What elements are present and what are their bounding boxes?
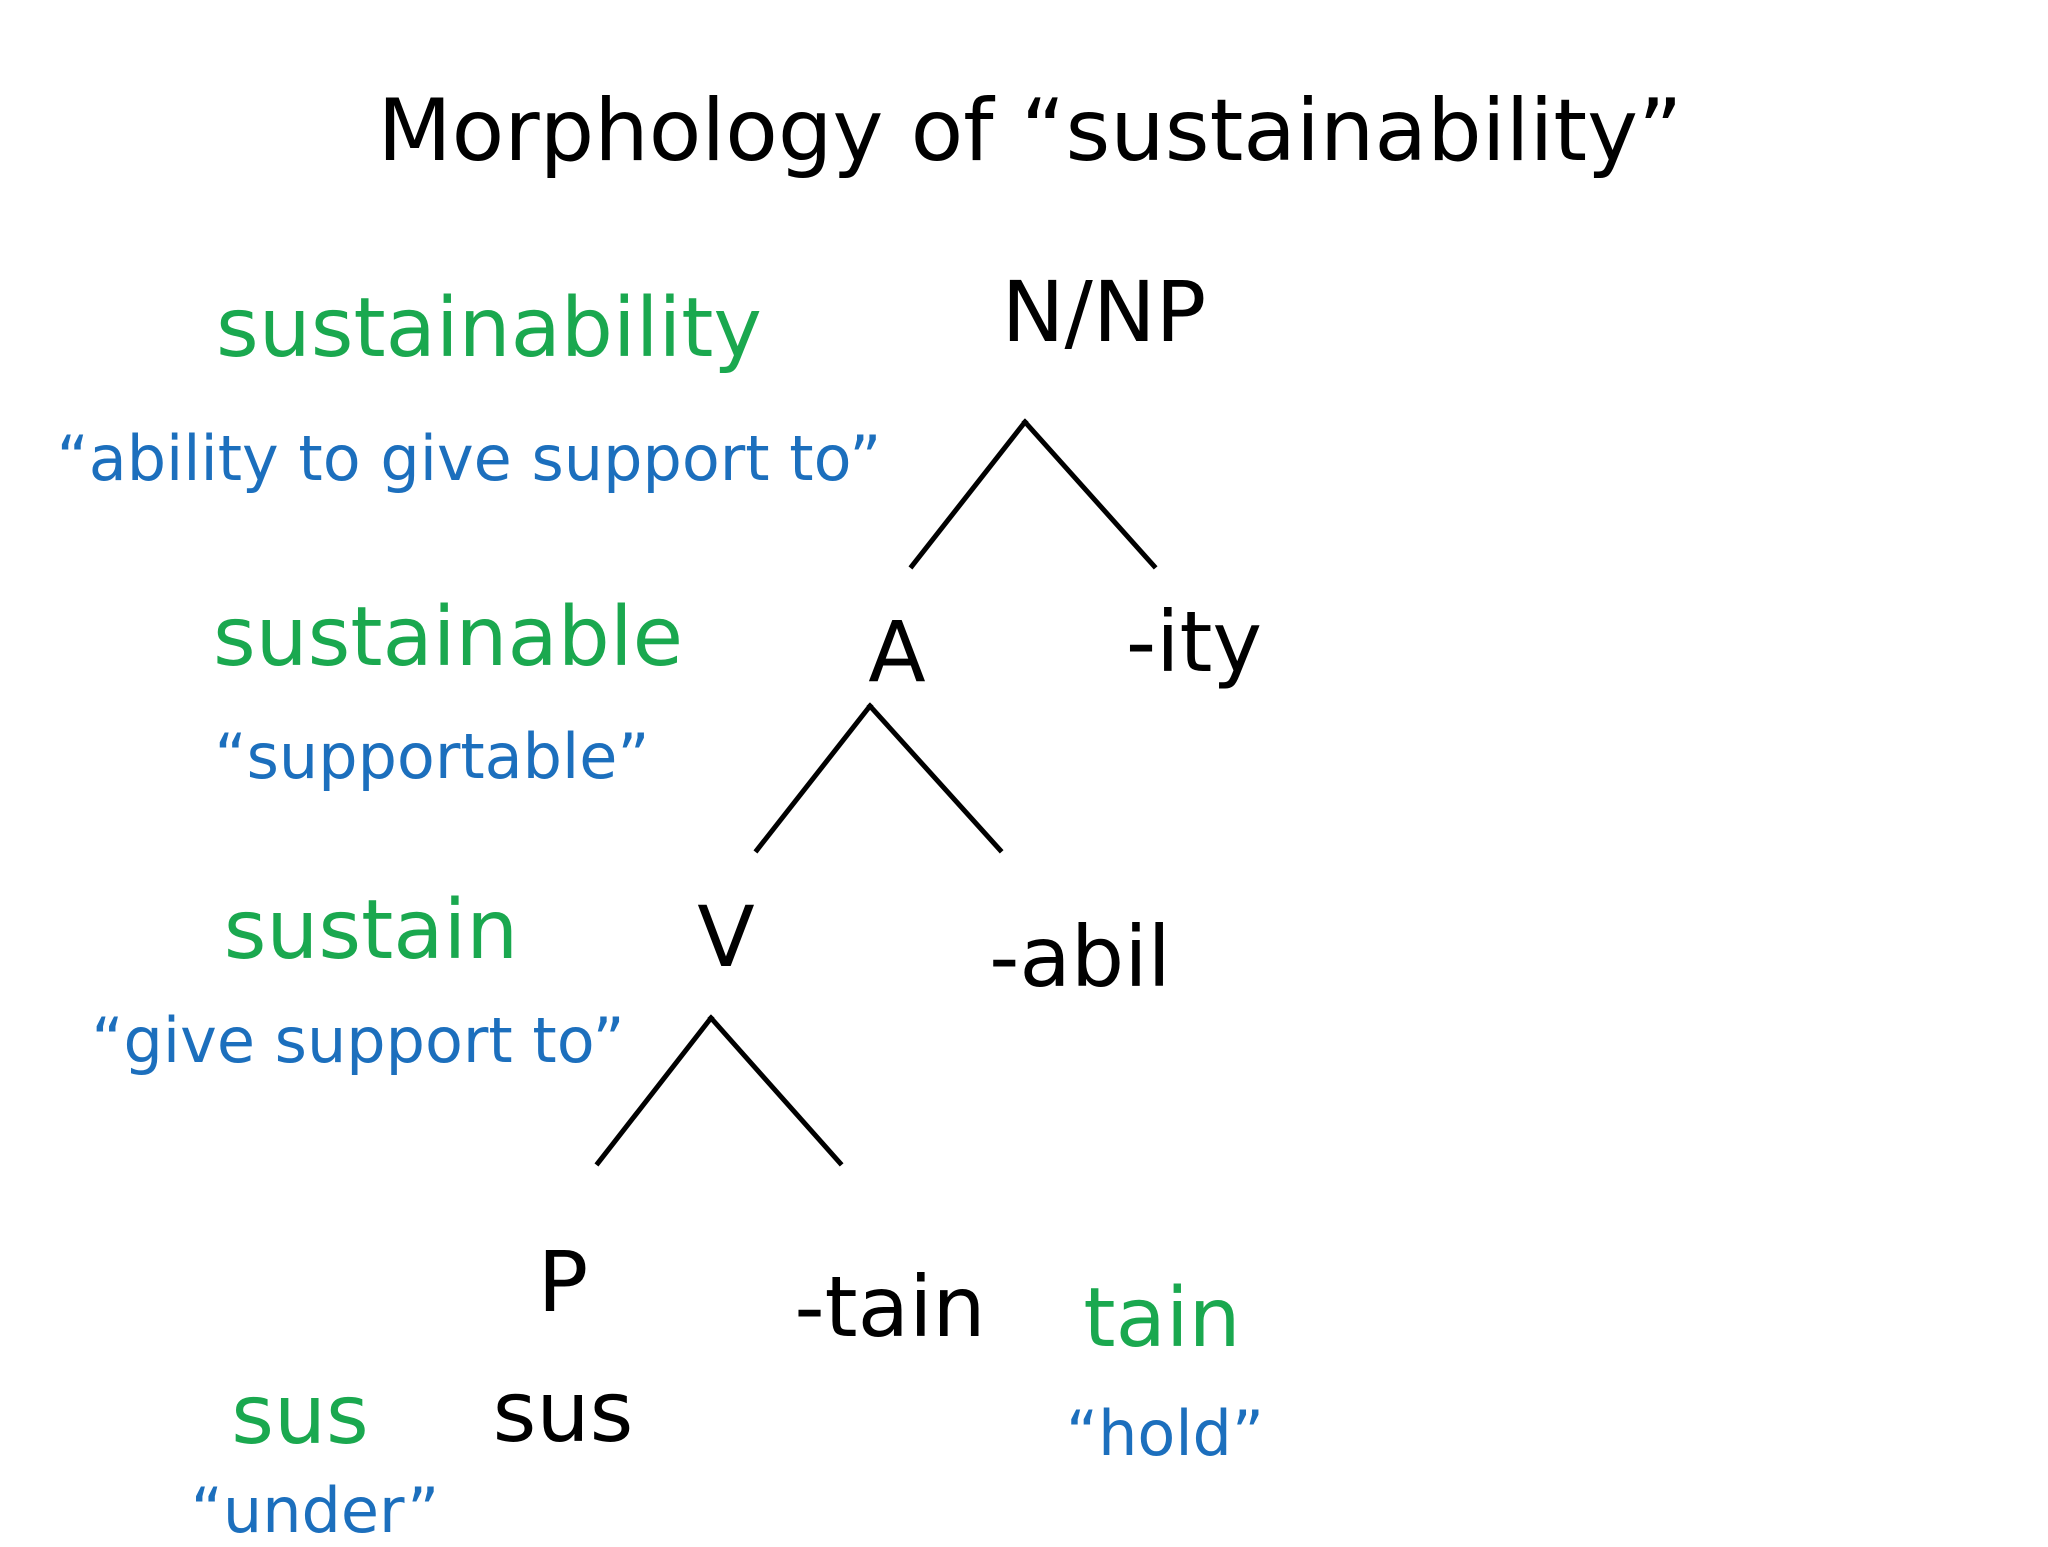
node-abil: -abil <box>989 908 1171 1006</box>
word-sus: sus <box>231 1368 369 1463</box>
word-tain: tain <box>1083 1271 1241 1366</box>
gloss-sustainable: “supportable” <box>214 720 650 793</box>
word-sustain: sustain <box>223 883 519 978</box>
node-root: N/NP <box>1001 263 1207 361</box>
page-title: Morphology of “sustainability” <box>377 81 1683 181</box>
branch-a-right <box>866 702 1004 854</box>
gloss-sustain: “give support to” <box>91 1004 625 1077</box>
node-p: P <box>537 1233 589 1331</box>
gloss-sustainability: “ability to give support to” <box>56 422 882 495</box>
gloss-tain: “hold” <box>1065 1397 1265 1470</box>
node-v: V <box>697 888 755 986</box>
branch-root-left <box>908 418 1029 570</box>
branch-v-left <box>594 1014 715 1167</box>
branch-root-right <box>1021 418 1158 570</box>
node-sus-form: sus <box>492 1363 634 1461</box>
branch-a-left <box>753 702 874 854</box>
word-sustainable: sustainable <box>212 590 684 685</box>
word-sustainability: sustainability <box>216 281 762 376</box>
branch-v-right <box>707 1014 844 1167</box>
node-tain: -tain <box>794 1258 986 1356</box>
gloss-sus: “under” <box>190 1474 440 1547</box>
node-a: A <box>868 603 926 701</box>
node-ity: -ity <box>1125 593 1263 691</box>
